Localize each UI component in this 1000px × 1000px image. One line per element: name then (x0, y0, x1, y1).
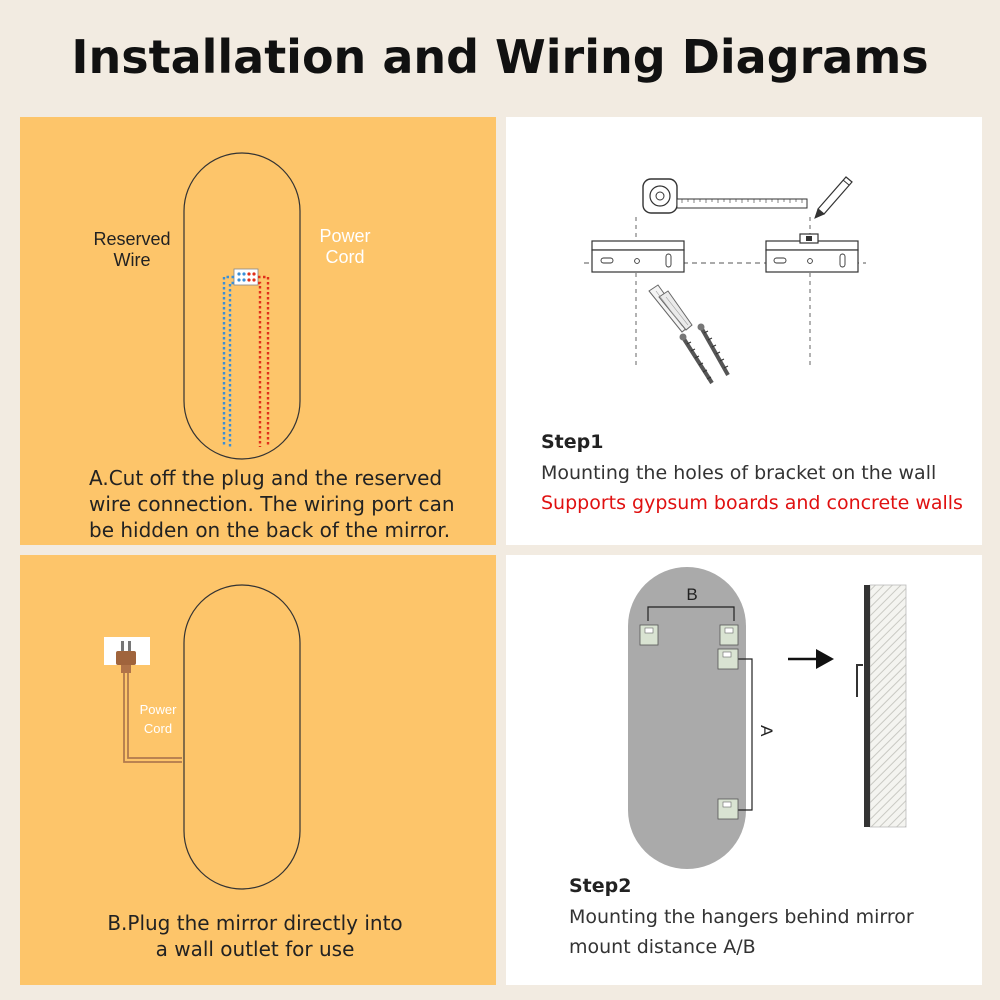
screw-icon (679, 323, 730, 385)
mirror-outline (183, 152, 301, 460)
mirror-wiring-diagram (183, 152, 301, 460)
wiring-port-icon (233, 268, 259, 286)
spirit-level-icon (799, 233, 819, 244)
plug-icon (116, 641, 136, 673)
hanger-side-bottom (717, 798, 739, 820)
mirror-outline (183, 584, 301, 890)
bracket-left (591, 240, 685, 273)
hanger-top-right (719, 624, 739, 646)
tape-measure-icon (642, 178, 808, 214)
hanger-profile-icon (856, 664, 863, 697)
panel-cut-plug: Reserved Wire Power Cord A.Cut off the p… (20, 117, 496, 545)
step2-text-line2: mount distance A/B (569, 936, 756, 958)
wall-anchor-icon (648, 284, 693, 333)
panel-step1: Step1 Mounting the holes of bracket on t… (506, 117, 982, 545)
hanger-top-left (639, 624, 659, 646)
mirror-edge-icon (864, 585, 870, 827)
dimension-a-line (738, 658, 753, 811)
power-cord-wire (123, 673, 182, 763)
caption-a: A.Cut off the plug and the reserved wire… (89, 466, 455, 542)
page-title: Installation and Wiring Diagrams (71, 30, 929, 84)
dimension-b-label: B (686, 585, 698, 604)
reserved-wire-blue (222, 275, 234, 447)
bracket-right (765, 240, 859, 273)
caption-b: B.Plug the mirror directly into a wall o… (107, 911, 403, 961)
pencil-icon (814, 176, 853, 219)
step2-text-line1: Mounting the hangers behind mirror (569, 906, 914, 928)
bracket-mounting-diagram (584, 176, 866, 385)
panel-step2: B A Step2 Mounting the hangers behind mi… (506, 555, 982, 985)
power-cord-label: Power Cord (139, 702, 177, 736)
panel-plug-in: Power Cord B.Plug the mirror directly in… (20, 555, 496, 985)
mirror-back (628, 567, 746, 869)
wall-section-icon (869, 584, 907, 828)
hanger-side-top (717, 648, 739, 670)
hanger-mounting-diagram (628, 567, 907, 869)
step1-text: Mounting the holes of bracket on the wal… (541, 462, 937, 484)
step1-title: Step1 (541, 431, 604, 453)
reserved-wire-label: Reserved Wire (93, 229, 171, 270)
dimension-b-line (647, 606, 735, 621)
dimension-a-label: A (756, 725, 776, 737)
power-cord-label: Power Cord (319, 226, 371, 267)
step1-note: Supports gypsum boards and concrete wall… (541, 492, 963, 514)
arrow-right-icon (788, 649, 834, 669)
port-dots (237, 272, 256, 282)
plug-diagram (104, 584, 301, 890)
step2-title: Step2 (569, 875, 632, 897)
power-cord-red (258, 275, 270, 447)
